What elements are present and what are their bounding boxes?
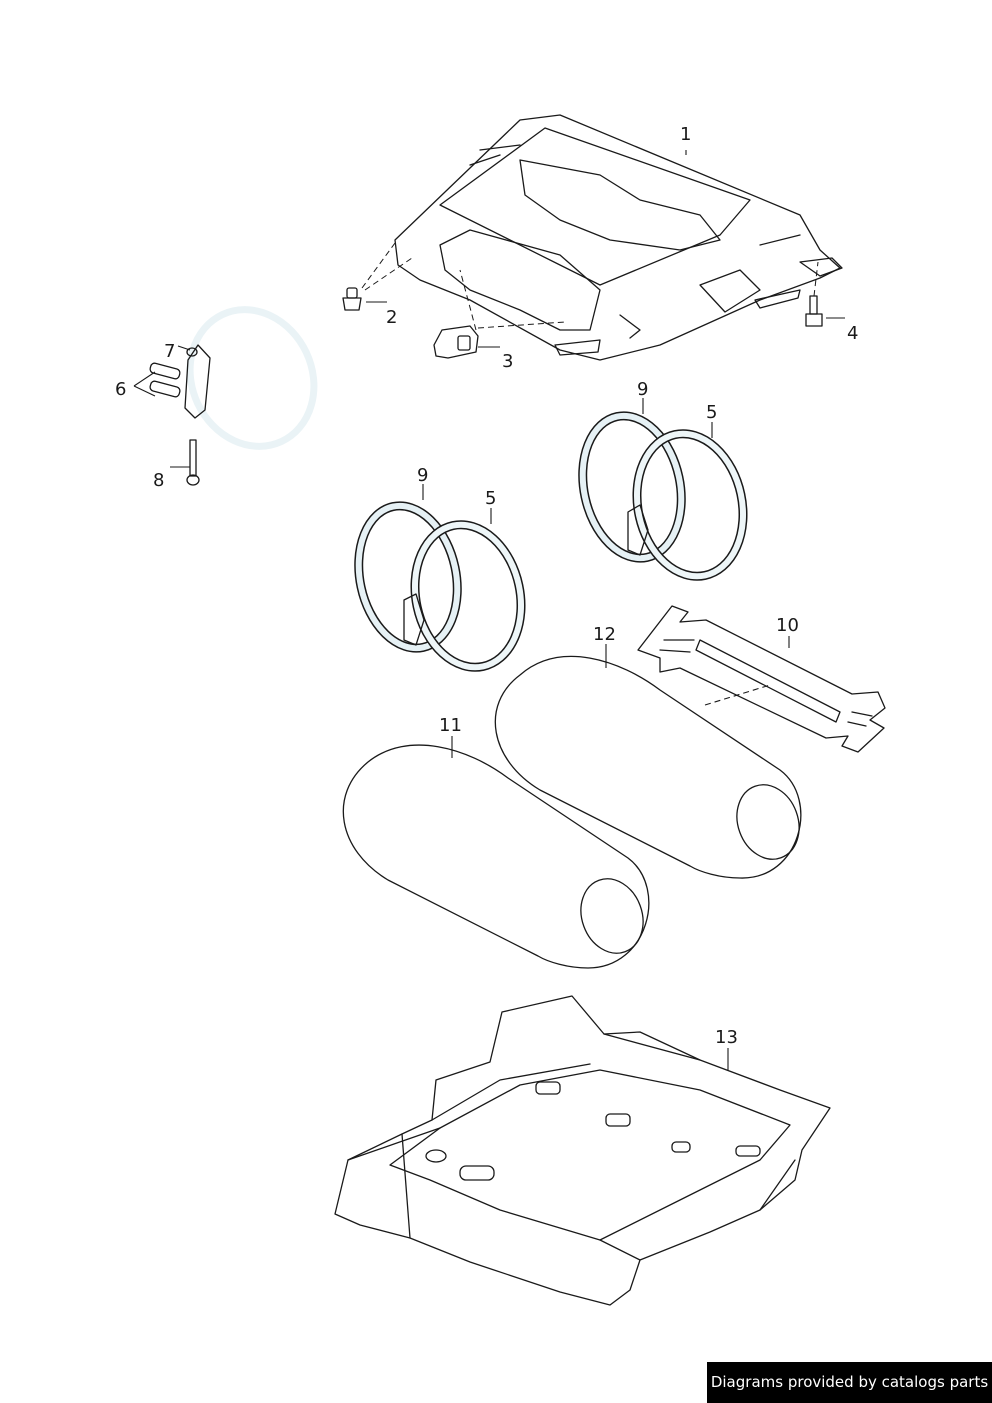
leader-7 bbox=[177, 345, 191, 351]
callout-4: 4 bbox=[847, 323, 858, 344]
part-9-band-lower bbox=[354, 501, 462, 653]
part-1-cover bbox=[394, 114, 843, 361]
callout-2: 2 bbox=[386, 307, 397, 328]
callout-5a: 5 bbox=[706, 402, 717, 423]
diagram-credit-footer: Diagrams provided by catalogs parts bbox=[707, 1362, 992, 1403]
callout-9b: 9 bbox=[417, 465, 428, 486]
part-7-nut bbox=[186, 347, 198, 357]
part-11-cylinder bbox=[342, 744, 650, 969]
callout-6: 6 bbox=[115, 379, 126, 400]
leader-10-dash bbox=[704, 684, 771, 706]
callout-1: 1 bbox=[680, 124, 691, 145]
callout-9a: 9 bbox=[637, 379, 648, 400]
part-clamp-large bbox=[184, 306, 318, 450]
leader-3-dash-b bbox=[477, 321, 566, 329]
callout-3: 3 bbox=[502, 351, 513, 372]
part-8-long-bolt bbox=[186, 439, 200, 486]
part-13-tray bbox=[334, 995, 831, 1306]
part-5-clamp-lower bbox=[403, 520, 526, 672]
part-12-cylinder bbox=[494, 655, 802, 879]
part-10-strap bbox=[637, 605, 886, 753]
callout-10: 10 bbox=[776, 615, 799, 636]
part-9-band-upper bbox=[578, 411, 686, 563]
leader-4-dash bbox=[813, 261, 819, 297]
part-3-holder bbox=[433, 325, 479, 359]
part-2-clip bbox=[342, 287, 362, 311]
callout-7: 7 bbox=[164, 341, 175, 362]
leader-2-dash-a bbox=[361, 242, 396, 289]
part-6-sleeves bbox=[149, 362, 181, 398]
callout-13: 13 bbox=[715, 1027, 738, 1048]
part-5-clamp-upper bbox=[627, 429, 748, 581]
leader-3-dash-a bbox=[459, 269, 477, 331]
leader-2-dash-b bbox=[364, 257, 413, 291]
callout-8: 8 bbox=[153, 470, 164, 491]
callout-11: 11 bbox=[439, 715, 462, 736]
part-4-bolt bbox=[805, 295, 823, 327]
callout-12: 12 bbox=[593, 624, 616, 645]
callout-5b: 5 bbox=[485, 488, 496, 509]
leader-6 bbox=[133, 371, 156, 397]
